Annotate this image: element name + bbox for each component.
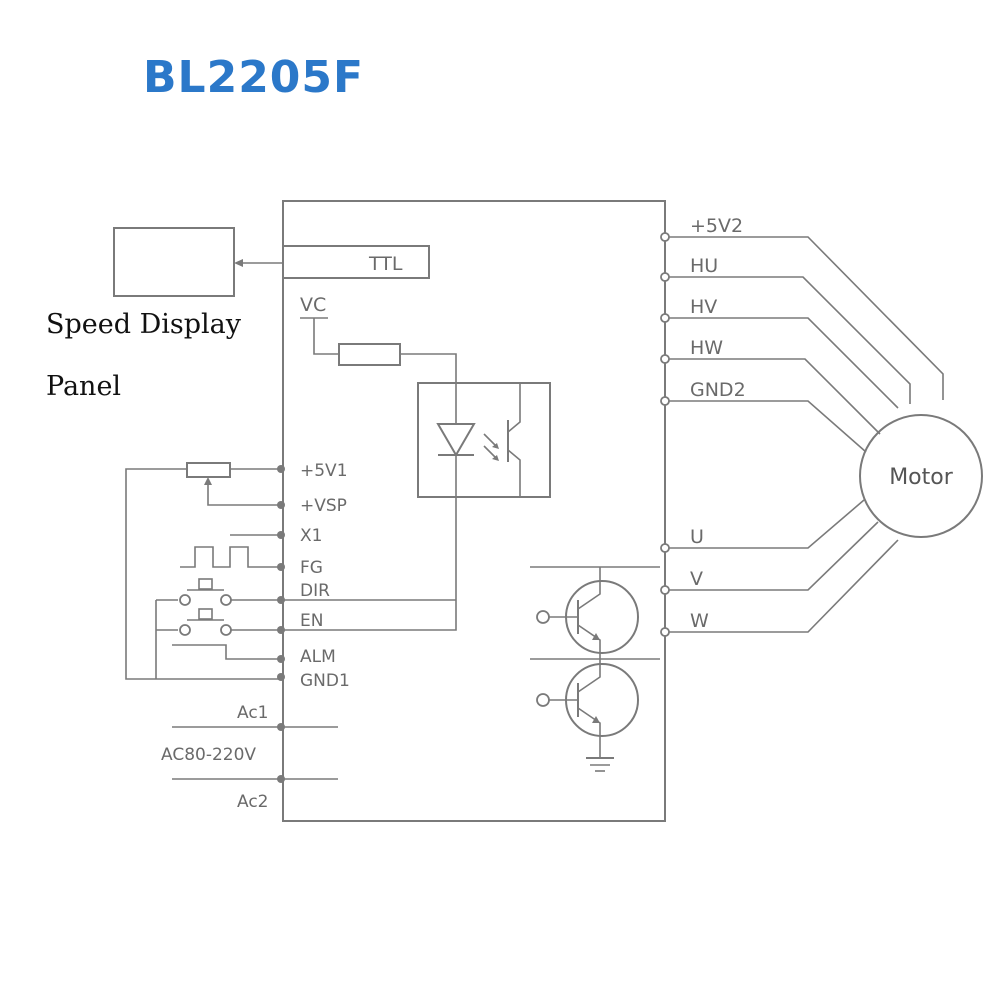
arrow-left-icon [234,259,243,267]
hall-pin-block: +5V2 HU HV HW GND2 [660,215,746,406]
hall-pin-label: +5V2 [690,215,743,237]
hall-pin-label: HU [690,255,718,277]
ttl-box [282,245,430,279]
dir-switch-button [198,578,213,590]
en-switch-button [198,608,213,620]
speed-display-label-line2: Panel [46,371,122,402]
speed-display-box [113,227,235,297]
pin-label: X1 [300,526,322,546]
driver-box [282,200,666,822]
phase-pin-block: U V W [660,526,709,637]
resistor [338,343,401,366]
ac2-label: Ac2 [237,792,269,812]
ac-voltage-label: AC80-220V [161,745,256,765]
led-diode-icon [436,423,476,457]
pin-label: FG [300,558,323,578]
motor-circle [859,414,983,538]
pin-label: GND1 [300,671,350,691]
speed-display-label-line1: Speed Display [46,309,242,340]
fg-pulse-signal [180,546,283,568]
hall-pin-label: HW [690,337,723,359]
hall-pin-label: GND2 [690,379,746,401]
phase-pin-label: W [690,610,709,632]
pin-label: +5V1 [300,461,348,481]
phase-pin-label: U [690,526,704,548]
left-pin-block: +5V1 +VSP X1 FG DIR EN ALM GND1 [277,461,350,691]
diagram-title: BL2205F [143,52,365,103]
pin-label: EN [300,611,323,631]
hall-pin-label: HV [690,296,717,318]
ac1-label: Ac1 [237,703,269,723]
pin-label: +VSP [300,496,347,516]
potentiometer [186,462,231,478]
pin-label: ALM [300,647,336,667]
ttl-label: TTL [368,253,403,275]
vc-label: VC [300,294,326,316]
phase-pin-label: V [690,568,703,590]
optocoupler-box [417,382,551,498]
pin-label: DIR [300,581,330,601]
motor-label: Motor [889,465,954,490]
